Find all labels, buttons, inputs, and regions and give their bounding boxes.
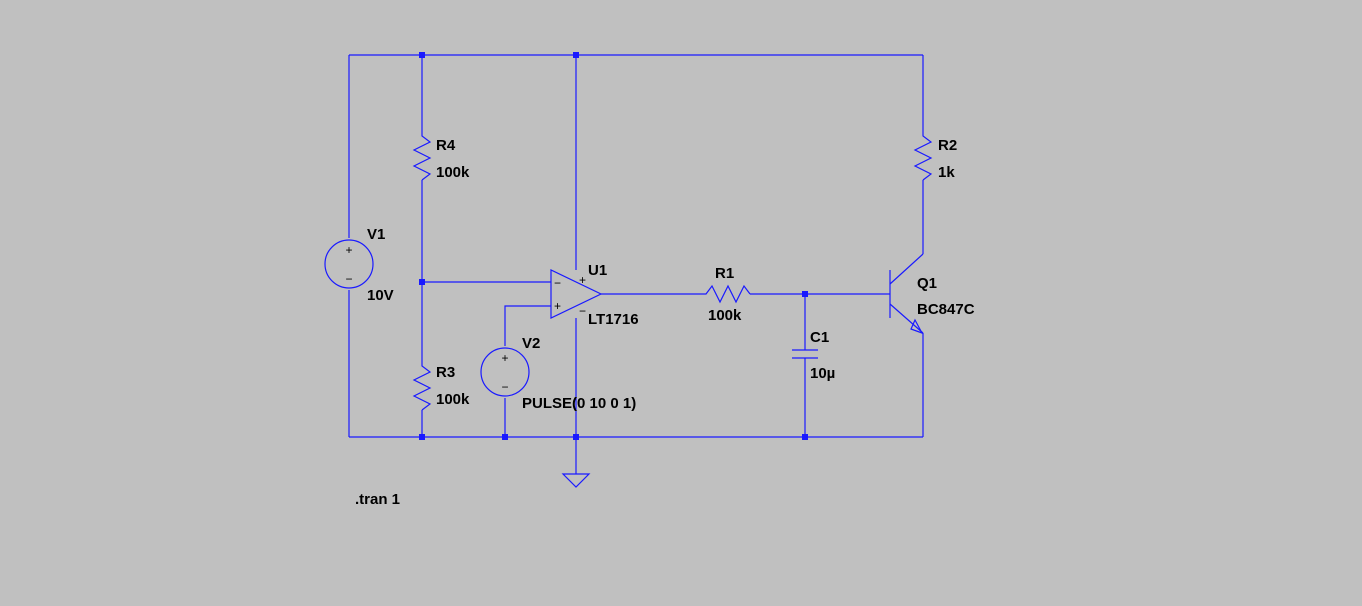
ground-symbol[interactable] <box>561 473 591 488</box>
r2-ref-label: R2 <box>938 137 957 154</box>
v1-value-label: 10V <box>367 287 394 304</box>
transistor-q1[interactable]: Q1 BC847C <box>889 253 975 335</box>
resistor-r4[interactable]: R4 100k <box>412 130 470 181</box>
junction-dot <box>502 434 508 440</box>
v1-plus-sign: + <box>345 243 352 257</box>
u1-value-label: LT1716 <box>588 311 639 328</box>
comparator-u1-symbol <box>550 269 603 319</box>
u1-vminus-pin-sign: − <box>579 304 586 318</box>
v1-ref-label: V1 <box>367 226 385 243</box>
q1-ref-label: Q1 <box>917 275 937 292</box>
wires <box>348 54 924 474</box>
v2-value-label: PULSE(0 10 0 1) <box>522 395 636 412</box>
r1-value-label: 100k <box>708 307 742 324</box>
v2-plus-sign: + <box>501 351 508 365</box>
junction-dot <box>419 279 425 285</box>
resistor-r2-symbol <box>913 130 933 181</box>
voltage-source-v1[interactable]: + − V1 10V <box>324 226 394 304</box>
comparator-u1[interactable]: − + + − U1 LT1716 <box>550 262 639 328</box>
ground-icon <box>561 473 591 488</box>
voltage-source-v1-symbol <box>324 239 374 289</box>
resistor-r1-symbol <box>700 284 751 304</box>
q1-collector-lead <box>889 253 924 285</box>
u1-ref-label: U1 <box>588 262 607 279</box>
v1-minus-sign: − <box>345 272 352 286</box>
v2-minus-sign: − <box>501 380 508 394</box>
u1-inv-pin-sign: − <box>554 276 561 290</box>
resistor-r4-symbol <box>412 130 432 181</box>
r3-ref-label: R3 <box>436 364 455 381</box>
capacitor-c1[interactable]: C1 10µ <box>792 329 835 382</box>
r3-value-label: 100k <box>436 391 470 408</box>
junction-dot <box>419 434 425 440</box>
junction-dot <box>573 52 579 58</box>
q1-emitter-lead <box>889 303 924 334</box>
r1-ref-label: R1 <box>715 265 734 282</box>
u1-noninv-pin-sign: + <box>554 299 561 313</box>
c1-ref-label: C1 <box>810 329 829 346</box>
wire-v2-to-noninv <box>504 305 551 346</box>
q1-emitter-arrow <box>910 318 924 335</box>
spice-directive-text[interactable]: .tran 1 <box>355 491 400 508</box>
junction-dot <box>802 291 808 297</box>
v2-ref-label: V2 <box>522 335 540 352</box>
junctions <box>419 52 808 440</box>
junction-dot <box>802 434 808 440</box>
resistor-r1[interactable]: R1 100k <box>700 265 751 324</box>
u1-vplus-pin-sign: + <box>579 273 586 287</box>
resistor-r3-symbol <box>412 362 432 411</box>
r2-value-label: 1k <box>938 164 955 181</box>
q1-value-label: BC847C <box>917 301 975 318</box>
resistor-r2[interactable]: R2 1k <box>913 130 957 181</box>
voltage-source-v2[interactable]: + − V2 PULSE(0 10 0 1) <box>480 335 636 412</box>
resistor-r3[interactable]: R3 100k <box>412 362 470 411</box>
c1-value-label: 10µ <box>810 365 835 382</box>
junction-dot <box>573 434 579 440</box>
voltage-source-v2-symbol <box>480 347 530 397</box>
junction-dot <box>419 52 425 58</box>
r4-value-label: 100k <box>436 164 470 181</box>
r4-ref-label: R4 <box>436 137 456 154</box>
